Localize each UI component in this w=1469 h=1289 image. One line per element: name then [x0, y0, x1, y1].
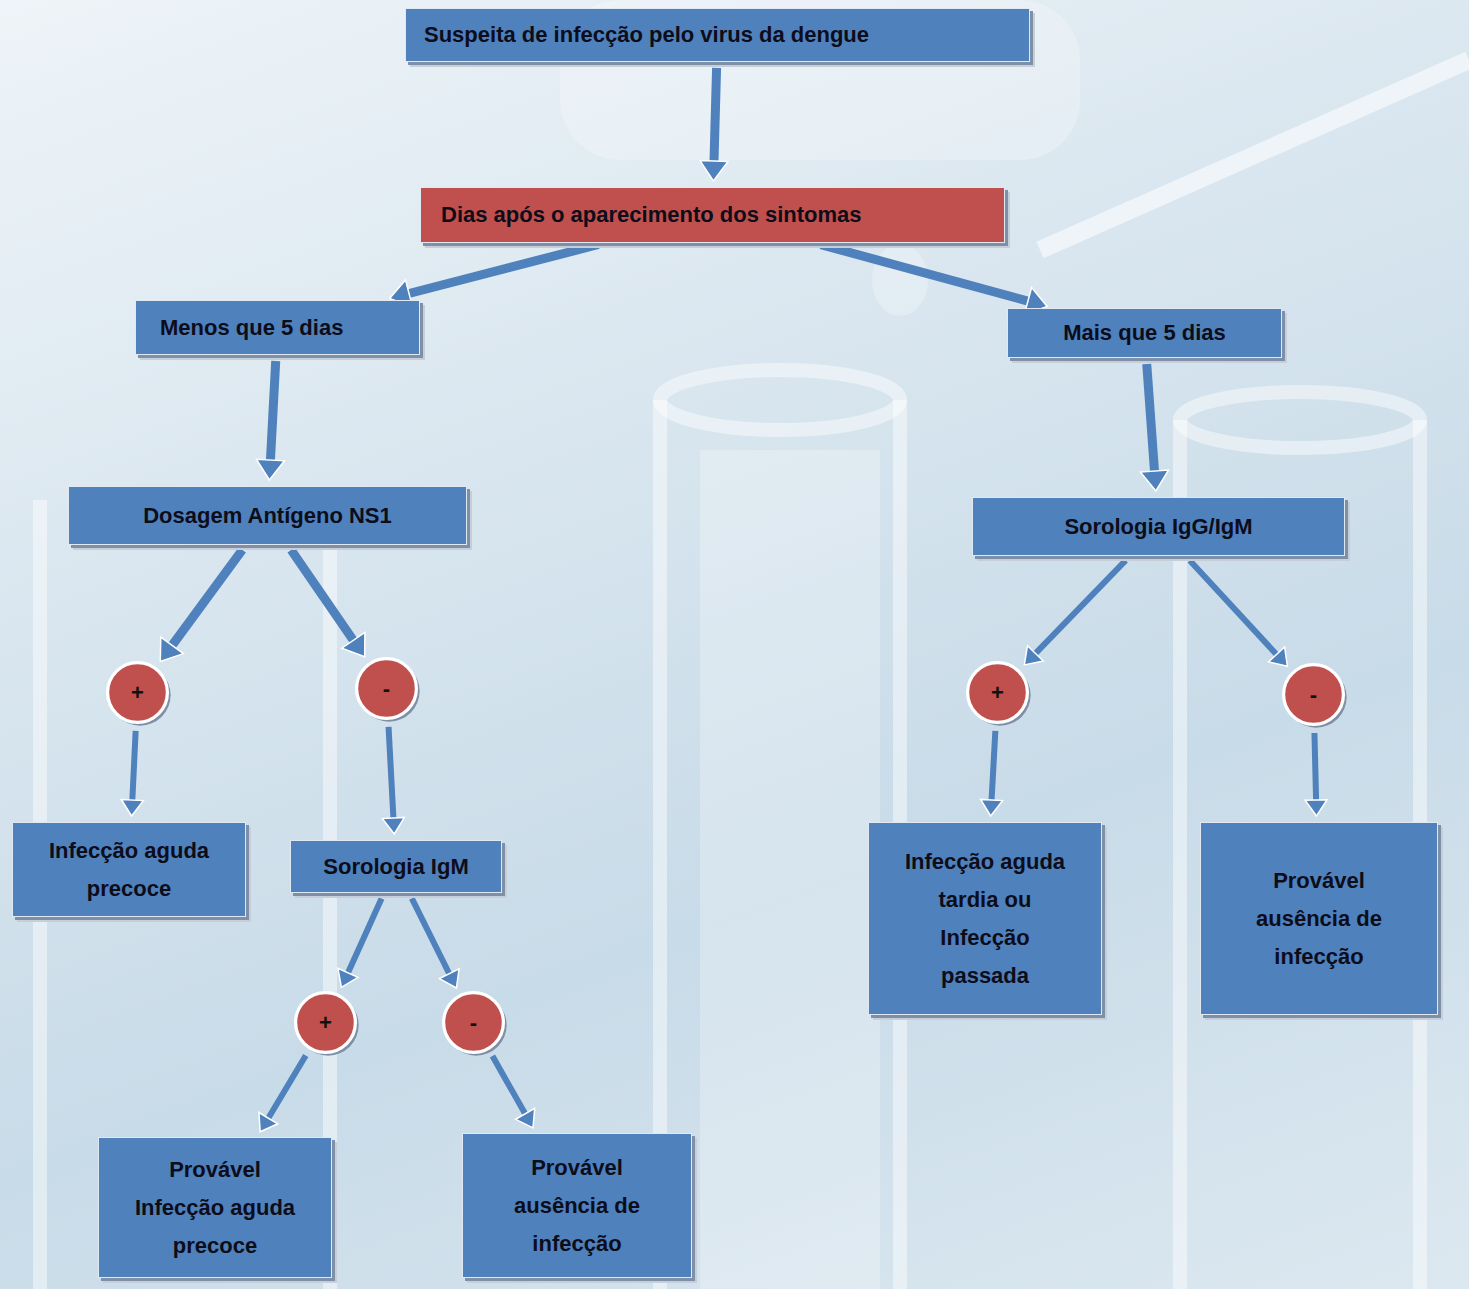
flow-arrow [338, 898, 382, 987]
flow-arrow [700, 68, 728, 181]
outcome-box: Provável Infecção aguda precoce [98, 1137, 332, 1278]
flow-arrow [1141, 364, 1169, 491]
flow-arrow [121, 731, 143, 816]
result-circle: + [105, 660, 170, 725]
branch-box: Mais que 5 dias [1007, 308, 1282, 358]
flow-arrow [492, 1056, 534, 1128]
box-label: Sorologia IgM [323, 854, 468, 880]
flow-arrow [257, 361, 285, 480]
flow-arrow [160, 550, 242, 662]
result-sign: + [319, 1010, 332, 1036]
flow-arrow [1190, 560, 1288, 666]
flow-arrow [291, 550, 365, 657]
box-label: Suspeita de infecção pelo virus da dengu… [424, 22, 869, 48]
box-label: Mais que 5 dias [1063, 320, 1226, 346]
flow-arrow [382, 727, 404, 834]
result-circle: - [441, 990, 506, 1055]
outcome-box: Infecção aguda tardia ou Infecção passad… [868, 822, 1102, 1015]
box-label: Provável ausência de infecção [1229, 862, 1409, 976]
flow-arrow [821, 245, 1047, 315]
test-box: Sorologia IgG/IgM [972, 497, 1345, 556]
result-sign: + [131, 680, 144, 706]
test-box: Dosagem Antígeno NS1 [68, 486, 467, 545]
flow-arrow [1024, 560, 1125, 665]
box-label: Dias após o aparecimento dos sintomas [441, 202, 862, 228]
flow-arrow [390, 245, 599, 307]
decision-box: Dias após o aparecimento dos sintomas [420, 187, 1005, 243]
result-sign: - [470, 1010, 477, 1036]
flow-arrow [1305, 733, 1327, 816]
outcome-box: Infecção aguda precoce [12, 822, 246, 917]
result-circle: + [965, 660, 1030, 725]
box-label: Provável ausência de infecção [487, 1149, 667, 1263]
result-circle: - [1281, 662, 1346, 727]
result-circle: + [293, 990, 358, 1055]
flow-arrow [981, 731, 1003, 816]
result-sign: - [1310, 682, 1317, 708]
box-label: Dosagem Antígeno NS1 [143, 503, 392, 529]
box-label: Menos que 5 dias [160, 315, 343, 341]
box-label: Infecção aguda tardia ou Infecção passad… [895, 843, 1075, 995]
box-label: Provável Infecção aguda precoce [125, 1151, 305, 1265]
branch-box: Menos que 5 dias [135, 300, 420, 355]
outcome-box: Provável ausência de infecção [462, 1133, 692, 1278]
result-sign: + [991, 680, 1004, 706]
flow-arrow [412, 898, 459, 988]
box-label: Infecção aguda precoce [39, 832, 219, 908]
box-label: Sorologia IgG/IgM [1064, 514, 1252, 540]
outcome-box: Provável ausência de infecção [1200, 822, 1438, 1015]
test-box: Sorologia IgM [290, 840, 502, 893]
start-box: Suspeita de infecção pelo virus da dengu… [405, 8, 1030, 62]
result-circle: - [354, 656, 419, 721]
result-sign: - [383, 676, 390, 702]
flow-arrow [259, 1056, 306, 1132]
